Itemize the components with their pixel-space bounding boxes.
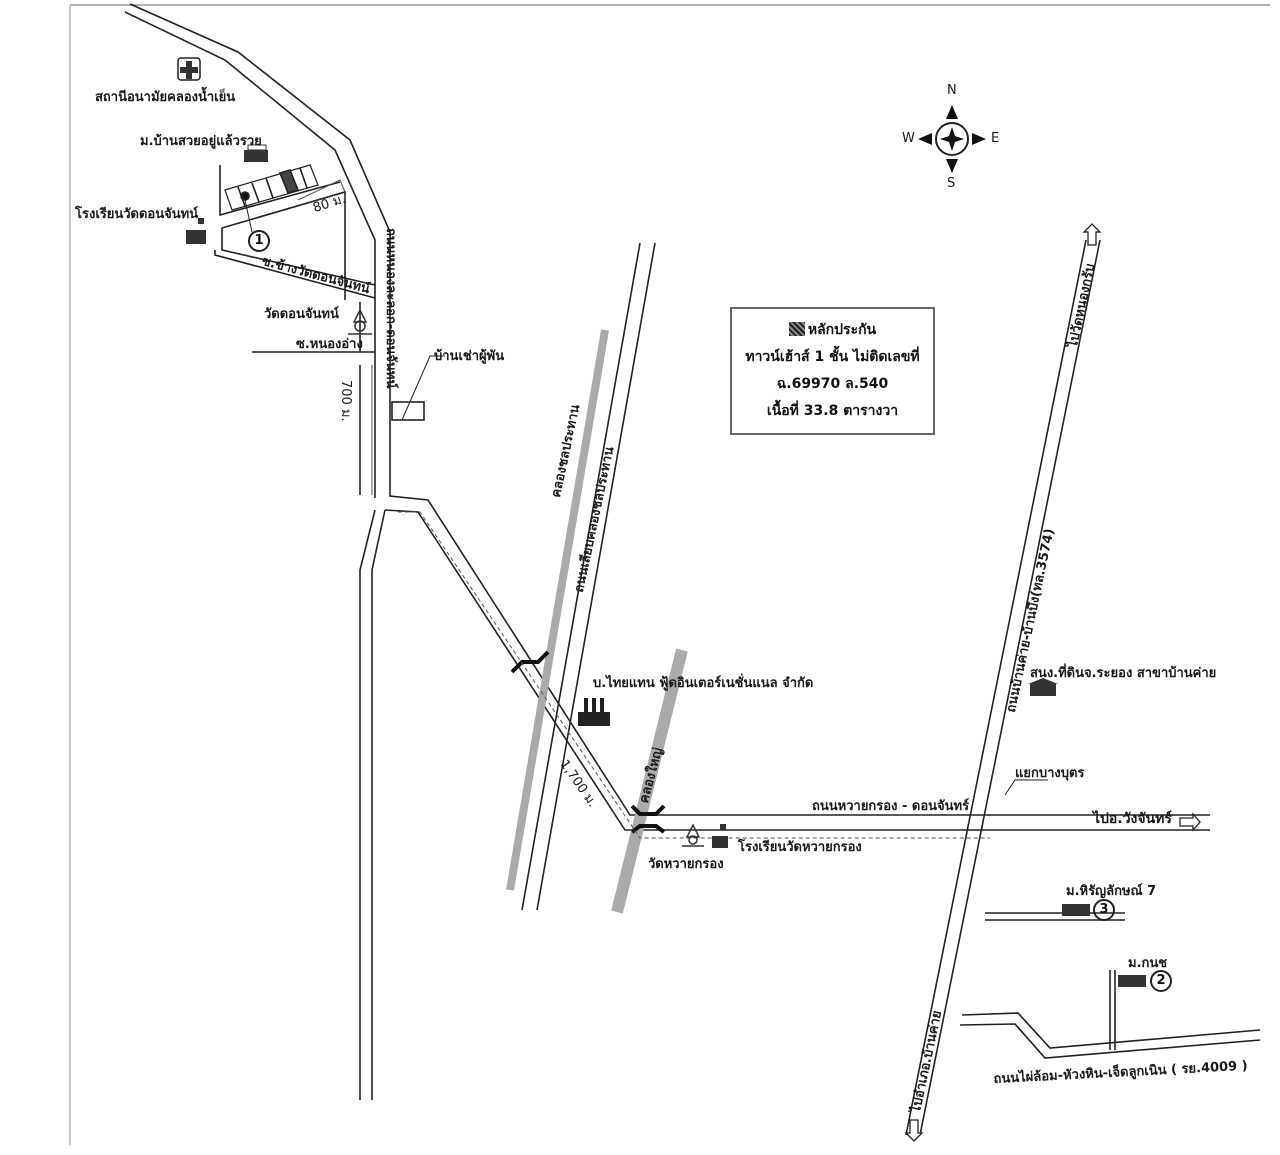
compass-icon [918, 105, 986, 173]
bankhai-road-edge-2 [919, 239, 1101, 1136]
main-road-south-edge [384, 509, 1210, 831]
label-village-kanot: ม.กนช [1128, 956, 1168, 971]
land-office-icon [1028, 678, 1058, 696]
soi-wat-road [214, 250, 376, 299]
bridge-icon [510, 650, 550, 674]
canal-road-edge-2 [536, 242, 656, 911]
label-village-suay: ม.บ้านสวยอยู่แล้วรวย [140, 134, 262, 149]
marker-3: 3 [1093, 899, 1115, 921]
compass-n: N [947, 83, 957, 98]
school-icon-2 [712, 824, 728, 848]
village-icon-3 [1062, 904, 1090, 916]
label-village-hirun: ม.หิรัญลักษณ์ 7 [1066, 884, 1157, 899]
label-huaikrong-road: ถนนหวายกรอง - ดอนจันทร์ [812, 799, 970, 814]
label-school-huaikrong: โรงเรียนวัดหวายกรอง [738, 840, 862, 855]
marker-1: 1 [248, 230, 270, 252]
health-cross-icon [177, 57, 201, 81]
temple-icon [348, 308, 372, 335]
temple-icon-2 [682, 823, 704, 847]
west-road [359, 509, 376, 1100]
school-icon [186, 218, 206, 244]
bankhai-road-edge-1 [905, 239, 1087, 1136]
rental-house-plot [391, 401, 425, 421]
factory-icon [578, 698, 610, 726]
label-factory: บ.ไทยแทน ฟู้ดอินเตอร์เนชั่นแนล จำกัด [593, 676, 814, 691]
arrow-east-icon [1179, 812, 1201, 832]
main-road-right-edge [129, 3, 1210, 816]
label-health-station: สถานีอนามัยคลองน้ำเย็น [95, 90, 236, 105]
compass-e: E [991, 131, 1000, 146]
main-road-left-edge [124, 11, 376, 498]
label-junction: แยกบางบุตร [1015, 766, 1085, 781]
pailom-road [961, 1012, 1261, 1049]
label-rental-house: บ้านเช่าผู้พัน [434, 349, 505, 364]
arrow-north-icon [1082, 223, 1102, 246]
label-to-wangchan: ไปอ.วังจันทร์ [1093, 811, 1172, 827]
label-wat-donchan: วัดดอนจันทน์ [264, 307, 339, 322]
legend-box: หลักประกัน ทาวน์เฮ้าส์ 1 ชั้น ไม่ติดเลขท… [730, 307, 935, 435]
canal-road-edge-1 [521, 242, 641, 911]
label-700m: 700 ม. [338, 380, 353, 422]
label-school-donchan: โรงเรียนวัดดอนจันทน์ [75, 207, 199, 222]
legend-title: หลักประกัน [807, 322, 877, 338]
hatch-icon [788, 322, 805, 336]
village-icon [244, 144, 268, 162]
label-soi-nongang: ซ.หนองอ่าง [296, 337, 363, 352]
marker-2: 2 [1150, 970, 1172, 992]
legend-line2: ฉ.69970 ล.540 [776, 376, 889, 392]
compass-s: S [947, 176, 956, 191]
legend-line3: เนื้อที่ 33.8 ตารางวา [766, 403, 899, 419]
village-icon-2 [1118, 975, 1146, 987]
arrow-south-icon [904, 1119, 924, 1142]
legend-line1: ทาวน์เฮ้าส์ 1 ชั้น ไม่ติดเลขที่ [745, 349, 920, 365]
west-road-2 [371, 509, 386, 1100]
label-land-office: สนง.ที่ดินจ.ระยอง สาขาบ้านค่าย [1030, 666, 1217, 681]
label-wat-huaikrong: วัดหวายกรอง [648, 857, 724, 872]
label-main-road: ถนนหนองละลอก-ดอนจันทน์ [383, 228, 398, 389]
marker-dot [240, 191, 250, 201]
khlong-yai-canal [611, 648, 688, 914]
soi-village [219, 165, 341, 217]
irrigation-canal [506, 329, 609, 891]
compass-w: W [902, 131, 915, 146]
collateral-plot [278, 169, 300, 194]
